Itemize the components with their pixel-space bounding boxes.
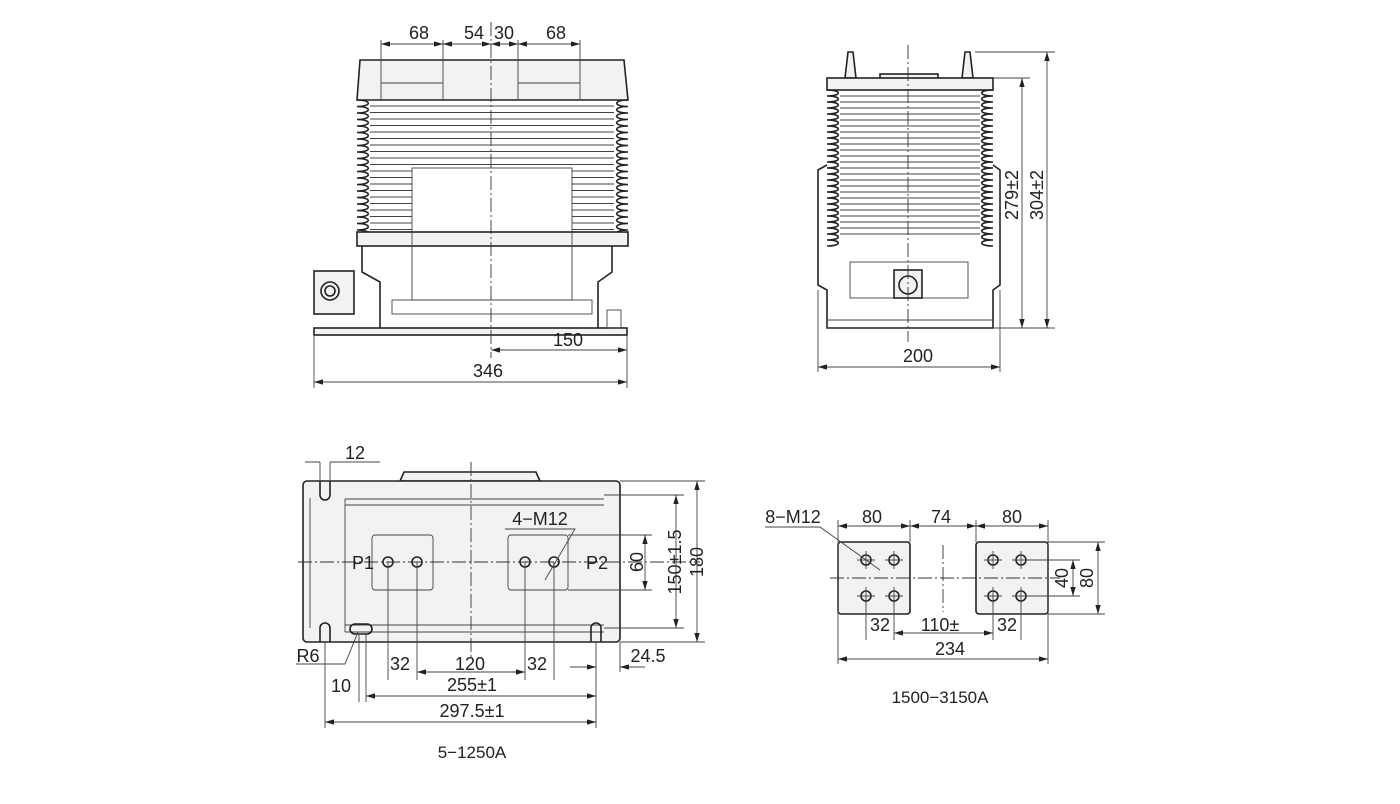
- dim-110: 110±: [921, 615, 960, 635]
- dim-180: 180: [687, 547, 707, 577]
- label-p2: P2: [586, 553, 608, 573]
- fin-edge-right: [980, 89, 994, 247]
- dim-24-5: 24.5: [630, 646, 665, 666]
- side-fins: [826, 89, 994, 247]
- side-view: 279±2 304±2 200: [817, 45, 1055, 372]
- caption-1500-3150a: 1500−3150A: [892, 688, 990, 707]
- dim-74: 74: [931, 507, 951, 527]
- dim-279: 279±2: [1002, 170, 1022, 220]
- ground-bolt: [606, 309, 622, 329]
- dim-150-1-5: 150±1.5: [665, 530, 685, 595]
- dim-120: 120: [455, 654, 485, 674]
- dim-346: 346: [473, 361, 503, 381]
- dim-32-left: 32: [870, 615, 890, 635]
- dim-30: 30: [494, 23, 514, 43]
- dim-r6: R6: [296, 646, 319, 666]
- dim-80-vertical: 80: [1077, 568, 1097, 588]
- bottom-view-1500-3150a: 80 74 80 8−M12 40 80 32 110± 32 234 1500…: [765, 507, 1105, 707]
- caption-5-1250a: 5−1250A: [438, 743, 507, 762]
- base-plate: [313, 327, 628, 336]
- dim-68-left: 68: [409, 23, 429, 43]
- dim-80-left: 80: [862, 507, 882, 527]
- front-view: 68 54 30 68 150 346: [313, 22, 629, 388]
- dim-54: 54: [464, 23, 484, 43]
- dim-150: 150: [553, 330, 583, 350]
- insulator-fins: [356, 99, 629, 244]
- thread-4-m12: 4−M12: [512, 509, 568, 529]
- bottom-view-5-1250a: 180 150±1.5 60 12 4−M12 P1 P2 32 120 32 …: [296, 443, 707, 762]
- dim-200: 200: [903, 346, 933, 366]
- dim-234: 234: [935, 639, 965, 659]
- fin-edge-left: [356, 99, 370, 244]
- dim-60: 60: [627, 552, 647, 572]
- fin-edge-left: [826, 89, 840, 247]
- fin-edge-right: [615, 99, 629, 244]
- terminal-hole: [320, 281, 340, 301]
- dim-32-right: 32: [527, 654, 547, 674]
- dim-297-5: 297.5±1: [440, 701, 505, 721]
- dim-304: 304±2: [1027, 170, 1047, 220]
- thread-8-m12: 8−M12: [765, 507, 821, 527]
- dim-32-left: 32: [390, 654, 410, 674]
- dim-80-right: 80: [1002, 507, 1022, 527]
- dim-10: 10: [331, 676, 351, 696]
- top-plate: [356, 59, 629, 101]
- dim-68-right: 68: [546, 23, 566, 43]
- p1-pad: [371, 534, 434, 591]
- dim-255: 255±1: [447, 675, 497, 695]
- base-outline: [302, 480, 621, 643]
- dim-32-right: 32: [997, 615, 1017, 635]
- dim-12: 12: [345, 443, 365, 463]
- label-p1: P1: [352, 553, 374, 573]
- p2-pad: [507, 534, 569, 591]
- dim-40: 40: [1052, 568, 1072, 588]
